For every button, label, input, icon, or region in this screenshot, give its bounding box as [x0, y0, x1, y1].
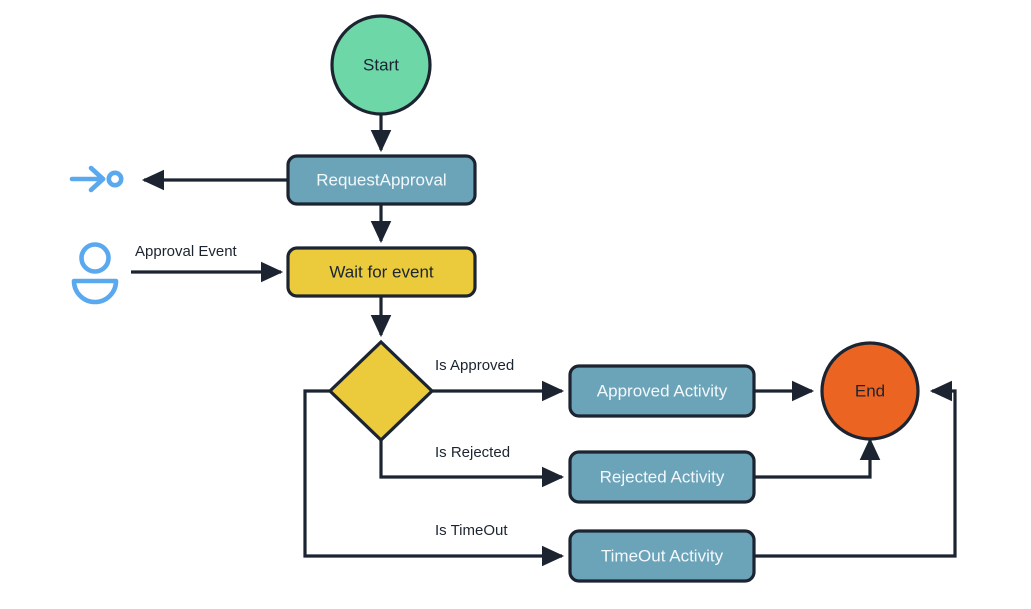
node-approved-activity-label: Approved Activity: [597, 381, 728, 400]
edge-timeout-to-end: [754, 380, 957, 558]
node-start-label: Start: [363, 55, 399, 74]
node-start[interactable]: Start: [330, 14, 432, 116]
edge-label-is-rejected: Is Rejected: [435, 444, 510, 461]
edge-rejected-to-end: [754, 437, 881, 479]
edge-label-approval-event: Approval Event: [135, 243, 238, 260]
node-rejected-activity[interactable]: Rejected Activity: [568, 450, 756, 504]
node-decision[interactable]: [327, 339, 435, 443]
edge-decision-to-rejected: [379, 440, 565, 488]
send-arrow-circle-icon: [69, 165, 124, 193]
node-timeout-activity-label: TimeOut Activity: [601, 546, 724, 565]
node-end-label: End: [855, 381, 885, 400]
node-request-approval-label: RequestApproval: [316, 170, 446, 189]
edge-label-is-approved: Is Approved: [435, 357, 514, 374]
node-wait-for-event-label: Wait for event: [329, 262, 434, 281]
node-timeout-activity[interactable]: TimeOut Activity: [568, 529, 756, 583]
user-person-icon: [71, 242, 119, 305]
node-wait-for-event[interactable]: Wait for event: [286, 246, 477, 298]
node-request-approval[interactable]: RequestApproval: [286, 154, 477, 206]
edge-decision-to-timeout: [303, 389, 565, 567]
node-rejected-activity-label: Rejected Activity: [600, 467, 725, 486]
node-approved-activity[interactable]: Approved Activity: [568, 364, 756, 418]
node-end[interactable]: End: [820, 341, 920, 441]
edge-label-is-timeout: Is TimeOut: [435, 522, 508, 539]
